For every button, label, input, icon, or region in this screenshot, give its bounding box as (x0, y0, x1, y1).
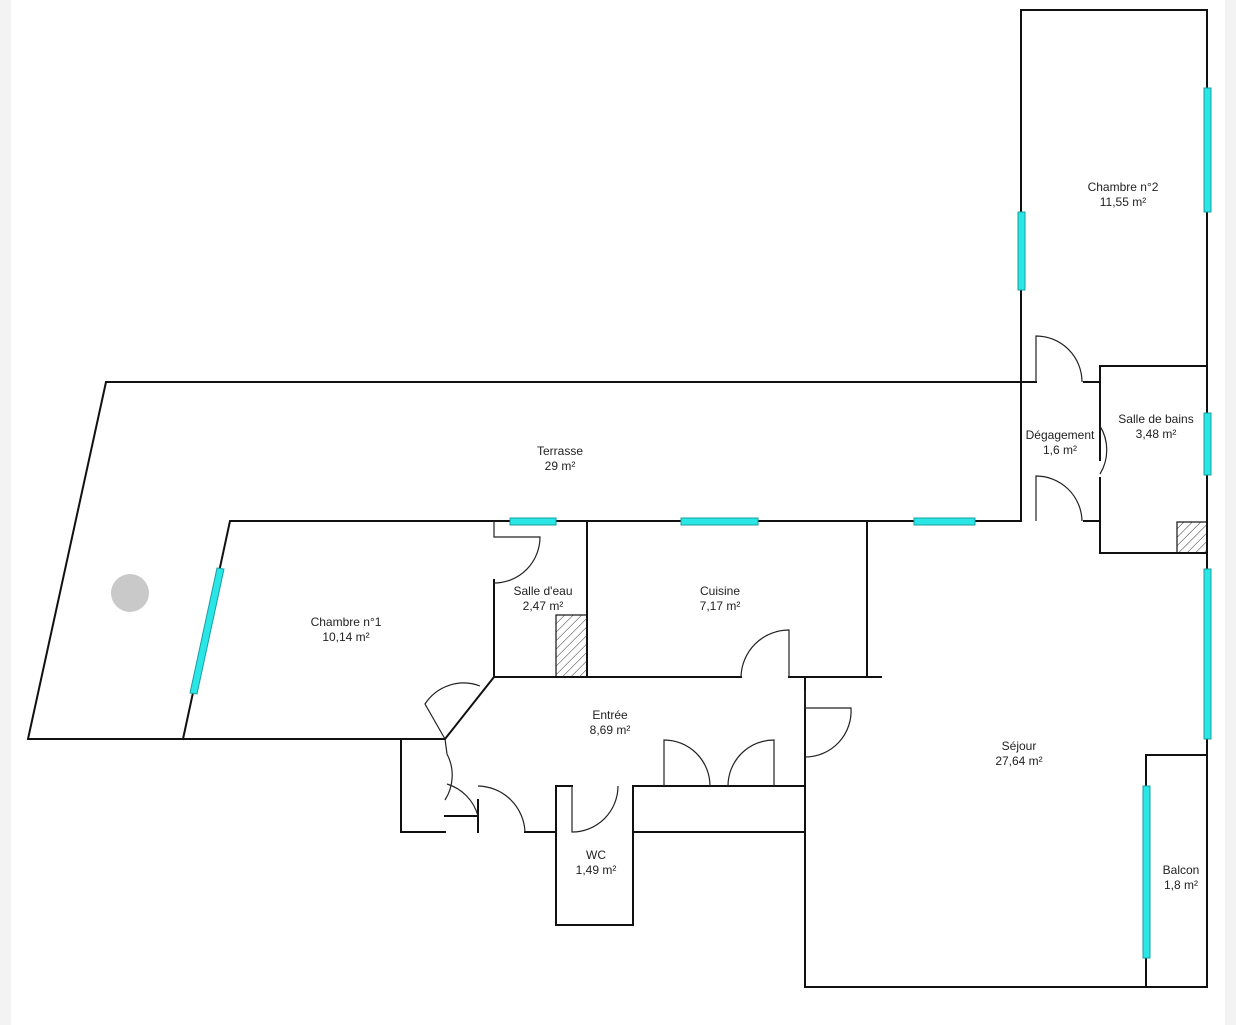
wall-entree-top (443, 676, 742, 741)
window-sejour (1203, 568, 1212, 740)
room-area: 11,55 m² (1099, 195, 1147, 209)
door-wc (477, 785, 619, 833)
label-sejour: Séjour 27,64 m² (995, 739, 1042, 769)
room-area: 1,8 m² (1163, 878, 1199, 892)
door-salleeau (493, 521, 541, 584)
wall-wc (555, 785, 634, 926)
door-sdb (1099, 425, 1108, 475)
wall-entree-left (400, 738, 446, 833)
room-area: 29 m² (544, 459, 576, 473)
room-name: Chambre n°2 (1087, 180, 1159, 194)
door-closet (444, 738, 479, 817)
door-entree-double (663, 739, 775, 787)
label-entree: Entrée 8,69 m² (590, 708, 631, 738)
room-area: 1,6 m² (1042, 443, 1077, 457)
label-chambre2: Chambre n°2 11,55 m² (1088, 180, 1159, 210)
floor-plan-sheet: Chambre n°2 11,55 m² Terrasse 29 m² Déga… (11, 0, 1225, 1025)
label-degagement: Dégagement 1,6 m² (1026, 428, 1095, 458)
label-terrasse: Terrasse 29 m² (537, 444, 583, 474)
door-chambre2 (1035, 335, 1083, 383)
window-chambre2-left (1017, 211, 1026, 291)
room-name: Dégagement (1025, 428, 1095, 442)
floor-plan-drawing (26, 9, 1212, 988)
terrace-marker (111, 574, 149, 612)
room-name: WC (586, 848, 606, 862)
window-sejour-top (913, 517, 976, 526)
room-area: 2,47 m² (522, 599, 564, 613)
room-area: 8,69 m² (589, 723, 631, 737)
wall-sdb-lower (1099, 477, 1208, 554)
room-area: 1,49 m² (575, 863, 617, 877)
room-name: Chambre n°1 (310, 615, 382, 629)
room-name: Séjour (1001, 739, 1037, 753)
door-cuisine (740, 629, 790, 678)
window-salleeau (509, 517, 557, 526)
door-sejour (804, 690, 852, 758)
window-balcon (1142, 785, 1151, 959)
door-chambre1 (424, 682, 481, 740)
room-name: Terrasse (536, 444, 584, 458)
window-sdb (1203, 412, 1212, 476)
label-cuisine: Cuisine 7,17 m² (700, 584, 741, 614)
wall-chambre1 (181, 520, 1022, 741)
windows (189, 87, 1212, 959)
walls (26, 9, 1208, 988)
room-name: Entrée (592, 708, 628, 722)
wall-chambre2 (804, 9, 1208, 988)
room-area: 3,48 m² (1135, 427, 1177, 441)
label-balcon: Balcon 1,8 m² (1163, 863, 1200, 893)
door-degagement-bottom (1035, 475, 1083, 522)
room-area: 7,17 m² (699, 599, 741, 613)
window-chambre1 (189, 567, 225, 695)
room-area: 27,64 m² (995, 754, 1043, 768)
room-name: Salle d'eau (513, 584, 573, 598)
shaft-sdb (1176, 521, 1208, 554)
room-name: Cuisine (699, 584, 741, 598)
label-salleeau: Salle d'eau 2,47 m² (513, 584, 572, 614)
room-name: Balcon (1162, 863, 1200, 877)
label-chambre1: Chambre n°1 10,14 m² (311, 615, 382, 645)
window-chambre2-right (1203, 87, 1212, 213)
label-wc: WC 1,49 m² (576, 848, 617, 878)
label-sdb: Salle de bains 3,48 m² (1118, 412, 1193, 442)
room-area: 10,14 m² (322, 630, 370, 644)
wall-terrasse (26, 381, 1022, 740)
window-cuisine (680, 517, 759, 526)
room-name: Salle de bains (1118, 412, 1194, 426)
shaft-salleeau (555, 614, 588, 678)
doors (424, 335, 1108, 833)
